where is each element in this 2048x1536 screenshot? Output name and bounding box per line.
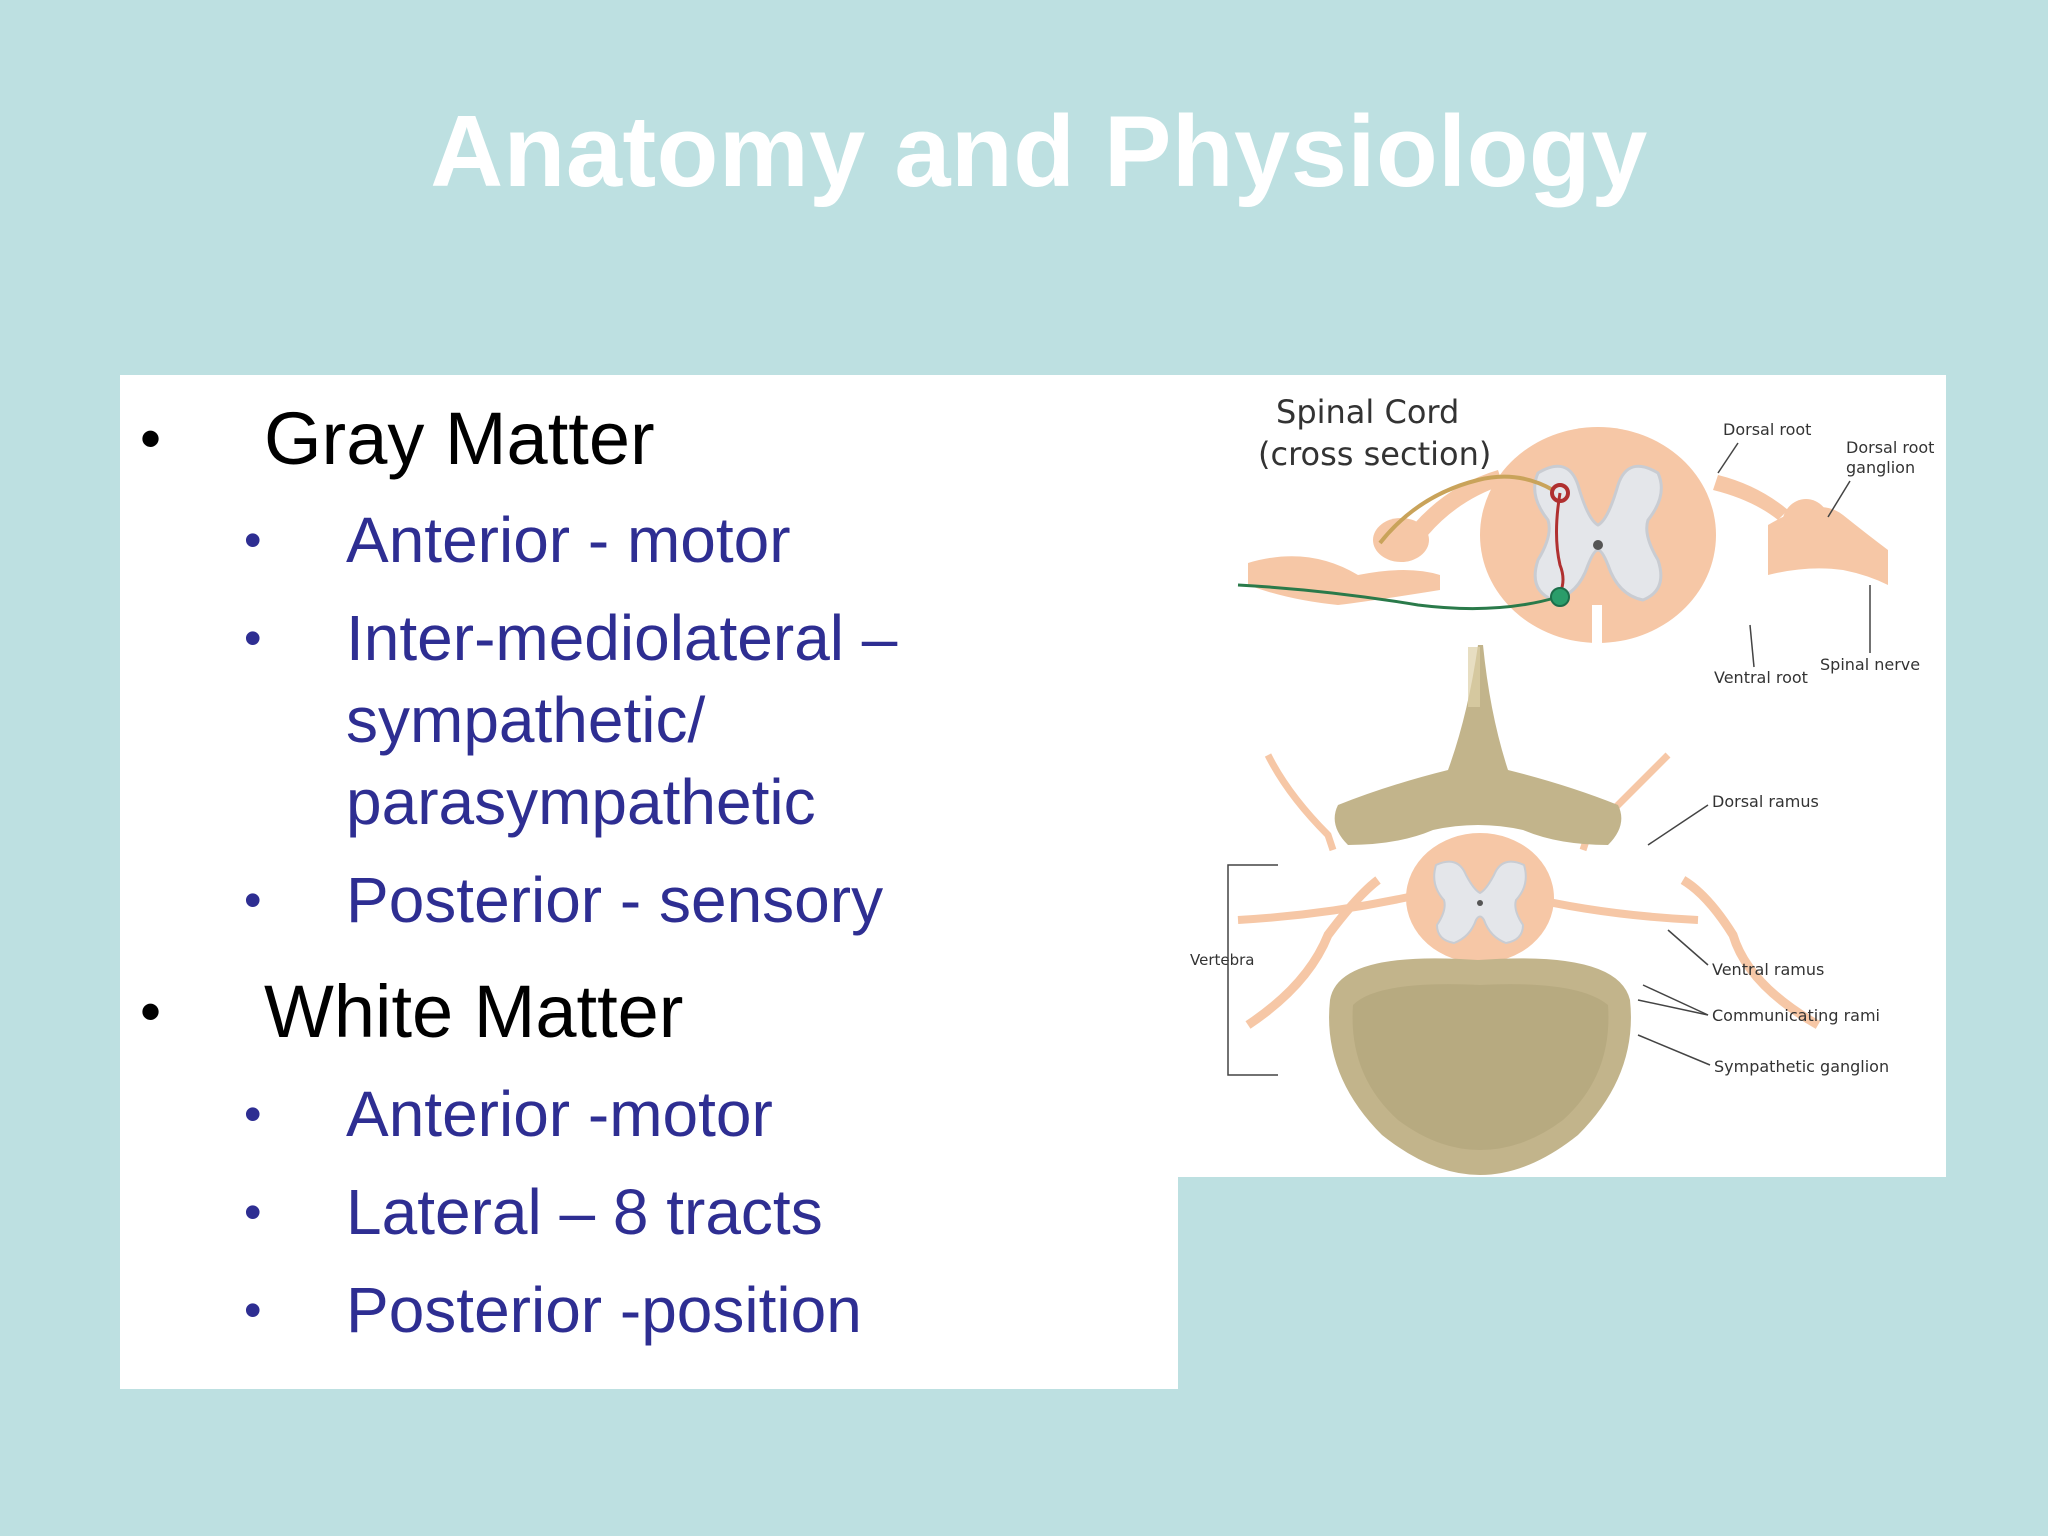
bullet-dot: • (244, 1282, 262, 1338)
right-ramus (1680, 876, 1821, 1029)
label-spinal-nerve: Spinal nerve (1820, 655, 1920, 674)
leader-line (1637, 999, 1709, 1016)
label-dorsal-root-ganglion-2: ganglion (1846, 458, 1915, 477)
label-communicating-rami: Communicating rami (1712, 1006, 1880, 1025)
list-item-text: Anterior -motor (346, 1078, 773, 1150)
left-ramus (1245, 876, 1381, 1029)
left-spinal-nerve (1248, 556, 1440, 605)
anterior-fissure (1592, 605, 1602, 645)
spinous-process (1334, 645, 1622, 845)
figure-title-line1: Spinal Cord (1276, 393, 1459, 431)
bullet-dot: • (244, 610, 262, 666)
list-item-text: Posterior -position (346, 1274, 862, 1346)
bullet-dot: • (140, 978, 162, 1045)
left-ganglion (1373, 518, 1429, 562)
list-item-text: Lateral – 8 tracts (346, 1176, 823, 1248)
spine-highlight (1468, 647, 1480, 707)
vertebral-body (1329, 958, 1631, 1175)
list-item-text: sympathetic/ (346, 684, 706, 756)
left-dorsal-root (1413, 470, 1503, 535)
right-ganglion (1782, 499, 1830, 551)
label-ventral-ramus: Ventral ramus (1712, 960, 1824, 979)
central-canal (1593, 540, 1603, 550)
gray-matter-heading: Gray Matter (264, 397, 655, 480)
left-dorsal-ramus (1264, 753, 1337, 852)
slide-title: Anatomy and Physiology (430, 96, 1648, 208)
cross-section-diagram (1237, 427, 1888, 645)
leader-line (1647, 804, 1709, 846)
vertebral-central-canal (1477, 900, 1483, 906)
list-item-text: Posterior - sensory (346, 864, 884, 936)
leader-line (1749, 624, 1755, 668)
list-item-text: Anterior - motor (346, 504, 791, 576)
interneuron-fiber (1555, 492, 1565, 594)
bullet-dot: • (244, 1184, 262, 1240)
list-item-text: parasympathetic (346, 766, 816, 838)
motor-neuron-icon (1550, 587, 1570, 607)
leader-line (1667, 929, 1709, 966)
list-item-text: Inter-mediolateral – (346, 602, 898, 674)
bullet-dot: • (140, 405, 162, 472)
vertebral-body-shading (1352, 984, 1609, 1150)
leader-line (1717, 442, 1739, 474)
vertebra-bracket (1227, 864, 1278, 1076)
leader-line (1827, 480, 1851, 518)
label-dorsal-root: Dorsal root (1723, 420, 1811, 439)
bullet-dot: • (244, 512, 262, 568)
vertebra-diagram (1237, 645, 1821, 1175)
label-dorsal-root-ganglion-1: Dorsal root (1846, 438, 1934, 457)
sensory-neuron-icon (1550, 483, 1570, 503)
text-panel: • Gray Matter • Anterior - motor • Inter… (120, 375, 1178, 1389)
bullet-dot: • (244, 1086, 262, 1142)
spinal-cord-illustration: Spinal Cord (cross section) Dorsal root … (1190, 393, 1934, 1175)
spinal-cord-figure: Spinal Cord (cross section) Dorsal root … (1178, 375, 1946, 1177)
figure-title-line2: (cross section) (1258, 435, 1491, 473)
label-ventral-root: Ventral root (1714, 668, 1808, 687)
left-ventral-ramus (1237, 891, 1419, 924)
label-dorsal-ramus: Dorsal ramus (1712, 792, 1819, 811)
leader-line (1642, 984, 1709, 1016)
motor-fiber (1237, 583, 1559, 611)
leader-line (1637, 1034, 1711, 1066)
label-vertebra: Vertebra (1190, 951, 1254, 969)
bullet-dot: • (244, 872, 262, 928)
label-sympathetic-ganglion: Sympathetic ganglion (1714, 1057, 1889, 1076)
sensory-fiber (1378, 474, 1554, 545)
white-matter-heading: White Matter (264, 970, 684, 1053)
right-dorsal-root (1713, 475, 1788, 520)
